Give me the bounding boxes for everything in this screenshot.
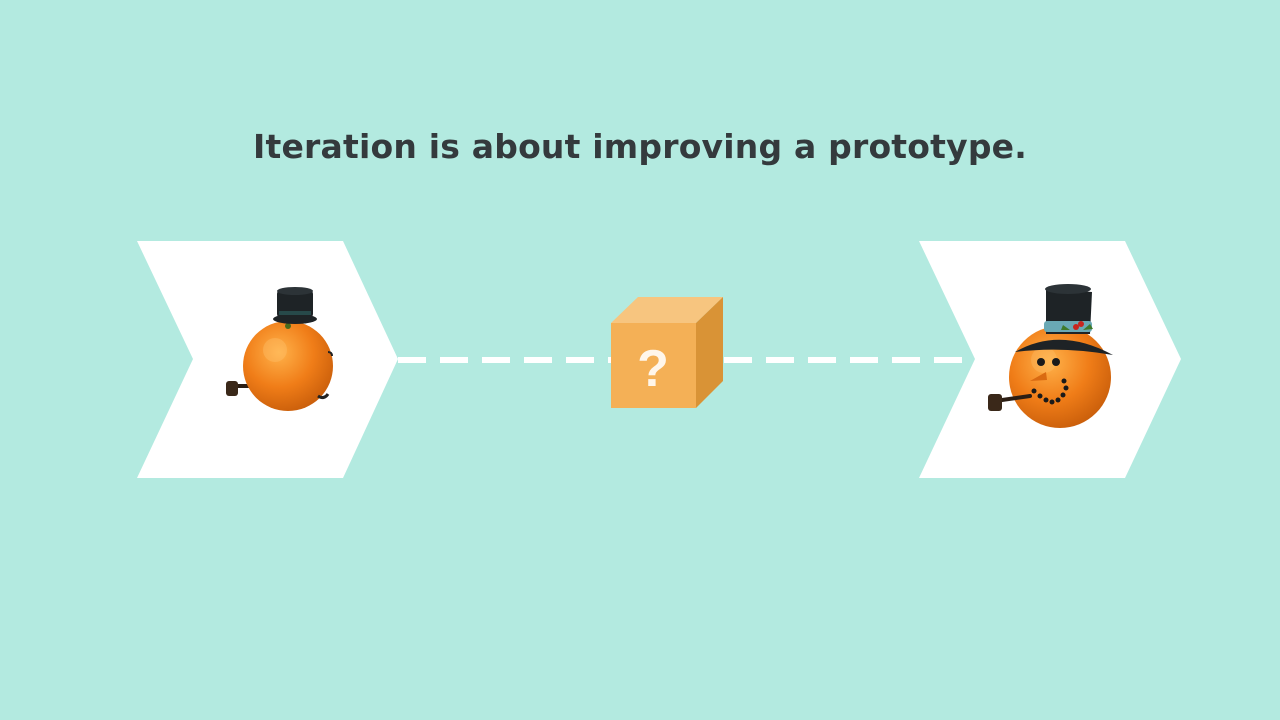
slide-title: Iteration is about improving a prototype… (253, 127, 1027, 166)
question-mark: ? (637, 340, 669, 398)
orange-with-top-hat-and-pipe-icon (226, 287, 333, 411)
question-box-icon: ? (611, 297, 723, 408)
orange-snowman-with-hat-scarf-face-and-pipe-icon (988, 284, 1113, 428)
